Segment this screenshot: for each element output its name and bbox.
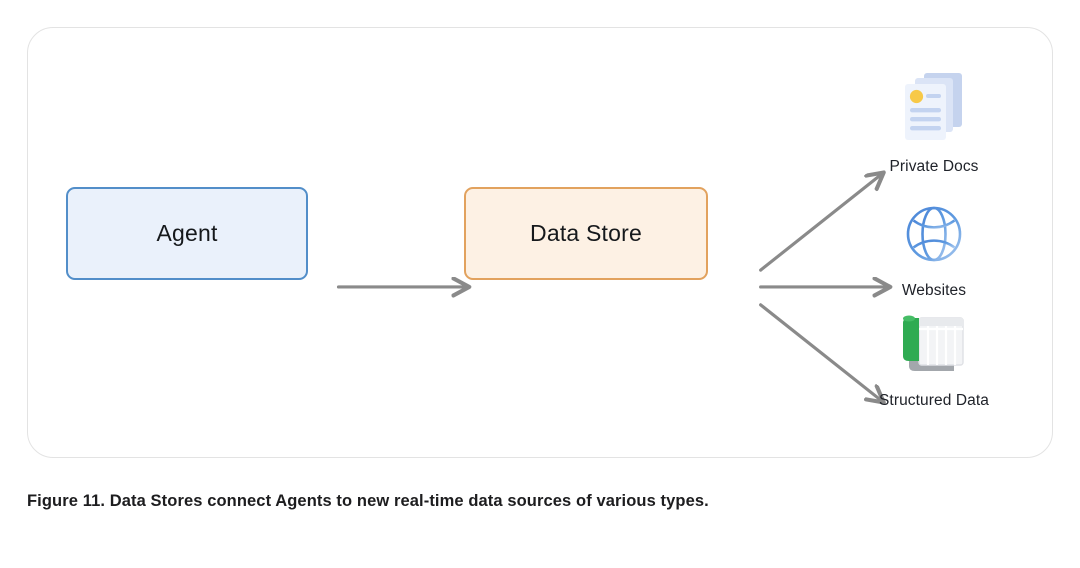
source-websites[interactable]: Websites: [839, 191, 1029, 300]
node-agent[interactable]: Agent: [66, 187, 308, 280]
node-agent-label: Agent: [156, 220, 218, 246]
documents-stack-icon: [839, 67, 1029, 153]
figure-caption: Figure 11. Data Stores connect Agents to…: [27, 492, 709, 510]
source-structured-data-label: Structured Data: [878, 392, 990, 409]
source-structured-data[interactable]: Structured Data: [839, 301, 1029, 410]
spreadsheet-roll-icon: [839, 301, 1029, 387]
globe-icon: [839, 191, 1029, 277]
source-private-docs[interactable]: Private Docs: [839, 67, 1029, 176]
node-data-store-label: Data Store: [530, 220, 642, 246]
figure-card: Agent Data Store: [27, 27, 1053, 458]
node-data-store[interactable]: Data Store: [464, 187, 708, 280]
source-private-docs-label: Private Docs: [889, 158, 979, 175]
source-websites-label: Websites: [901, 282, 967, 299]
